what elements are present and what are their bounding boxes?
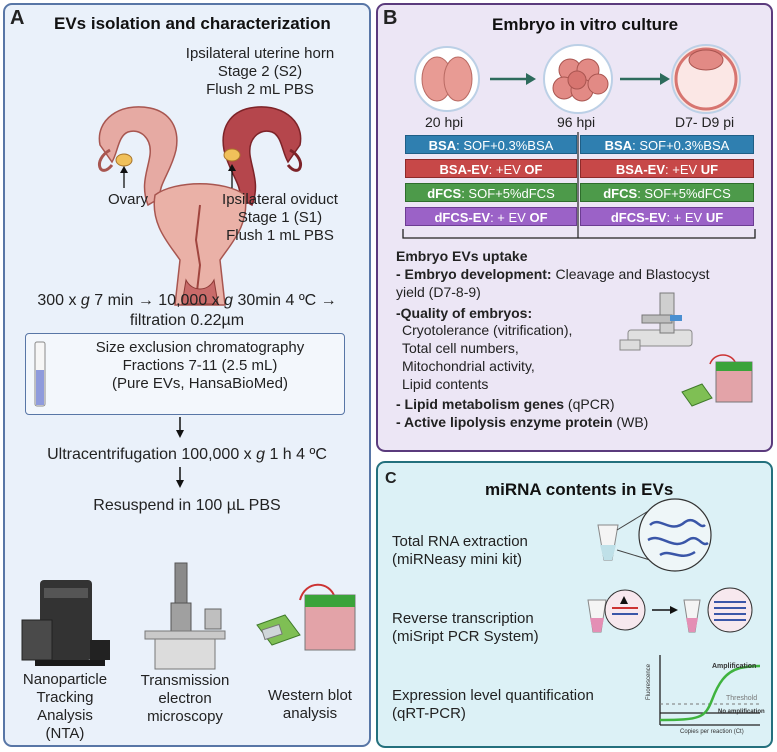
sec-text: Size exclusion chromatography Fractions …	[95, 339, 305, 392]
microscope-icon	[619, 292, 693, 351]
panel-b-letter: B	[383, 7, 398, 29]
uptake-heading: Embryo EVs uptake	[396, 248, 528, 264]
oviduct-label: Ipsilateral oviduct Stage 1 (S1) Flush 1…	[222, 191, 338, 244]
panel-c	[376, 461, 773, 748]
sec-column-icon	[34, 341, 46, 407]
reverse-transcription-text: Reverse transcription (miSript PCR Syste…	[392, 610, 539, 645]
wb-label: Western blot analysis	[268, 687, 352, 722]
group-bsa-left: BSA: SOF+0.3%BSA	[405, 135, 577, 154]
quality-item: Mitochondrial activity,	[402, 358, 535, 374]
nta-device-icon	[21, 580, 110, 666]
amplification-label: Amplification	[712, 663, 757, 670]
panel-a-title: EVs isolation and characterization	[54, 14, 331, 33]
quality-heading: -Quality of embryos:	[396, 305, 533, 321]
group-bsa-right: BSA: SOF+0.3%BSA	[580, 135, 754, 154]
group-bsa-ev-left: BSA-EV: +EV OF	[405, 159, 577, 178]
western-blot-icon	[256, 583, 356, 651]
group-bsa-ev-right: BSA-EV: +EV UF	[580, 159, 754, 178]
copies-axis-label: Copies per reaction (Ct)	[680, 729, 744, 735]
lipolysis-protein: - Active lipolysis enzyme protein (WB)	[396, 414, 649, 430]
group-dfcs-ev-right: dFCS-EV: + EV UF	[580, 207, 754, 226]
stage-20hpi: 20 hpi	[425, 114, 464, 130]
threshold-label: Threshold	[726, 695, 758, 702]
ultracentrifugation-text: Ultracentrifugation 100,000 x g 1 h 4 ºC	[47, 446, 327, 463]
sec-box	[25, 333, 345, 415]
centrifugation-steps: 300 x g 7 min → 10,000 x g 30min 4 ºC → …	[37, 292, 337, 329]
ovary-label: Ovary	[108, 191, 149, 208]
quality-item: Cryotolerance (vitrification),	[402, 322, 573, 338]
panel-c-title: miRNA contents in EVs	[485, 480, 674, 499]
embryo-development: - Embryo development: Cleavage and Blast…	[396, 266, 710, 282]
panel-b-title: Embryo in vitro culture	[492, 15, 679, 34]
panel-c-letter: C	[385, 470, 397, 487]
uterine-horn-label: Ipsilateral uterine horn Stage 2 (S2) Fl…	[185, 45, 335, 98]
fluorescence-axis-label: Fluorescence	[646, 663, 652, 700]
stage-d7d9: D7- D9 pi	[675, 114, 735, 130]
group-dfcs-ev-left: dFCS-EV: + EV OF	[405, 207, 577, 226]
western-blot-small-icon	[681, 354, 753, 407]
lipid-genes: - Lipid metabolism genes (qPCR)	[396, 396, 615, 412]
panel-a-letter: A	[10, 7, 25, 29]
rna-extraction-text: Total RNA extraction (miRNeasy mini kit)	[392, 533, 528, 568]
tem-microscope-icon	[144, 562, 226, 670]
stage-96hpi: 96 hpi	[557, 114, 596, 130]
group-dfcs-left: dFCS: SOF+5%dFCS	[405, 183, 577, 202]
resuspend-text: Resuspend in 100 µL PBS	[93, 497, 281, 514]
quality-item: Total cell numbers,	[402, 340, 519, 356]
group-dfcs-right: dFCS: SOF+5%dFCS	[580, 183, 754, 202]
tem-label: Transmission electron microscopy	[140, 672, 230, 725]
nta-label: Nanoparticle Tracking Analysis (NTA)	[22, 671, 108, 742]
qpcr-text: Expression level quantification (qRT-PCR…	[392, 687, 594, 722]
embryo-development-yield: yield (D7-8-9)	[396, 284, 481, 300]
quality-item: Lipid contents	[402, 376, 489, 392]
no-amplification-label: No amplification	[718, 709, 765, 715]
